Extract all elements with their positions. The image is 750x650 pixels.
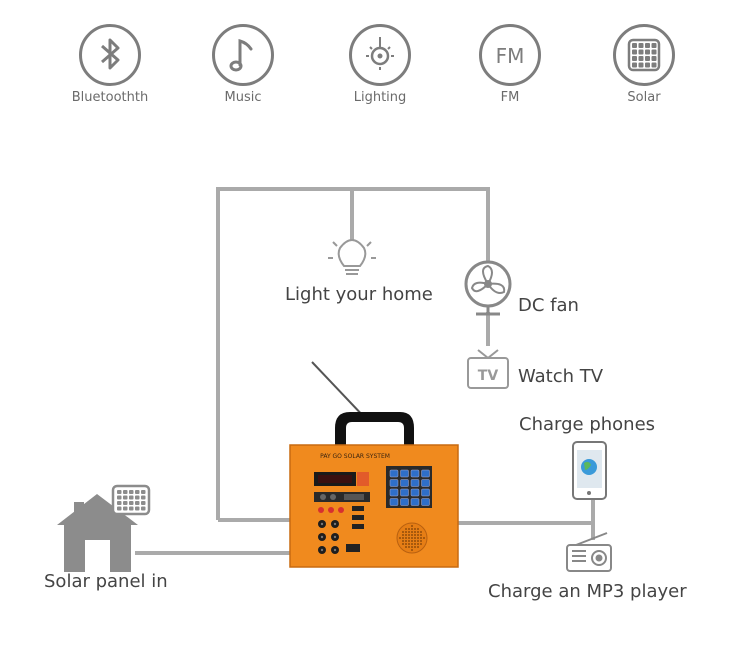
house-solar-panel-icon — [111, 484, 151, 516]
fm-icon-text: FM — [496, 44, 525, 68]
feature-lighting: Lighting — [320, 24, 440, 105]
lighting-icon — [349, 24, 411, 86]
device-brand-text: PAY GO SOLAR SYSTEM — [320, 453, 390, 460]
tv-icon-text: TV — [478, 368, 499, 384]
light-bulb-icon — [328, 238, 376, 275]
feature-fm: FM FM — [450, 24, 570, 105]
feature-music: Music — [183, 24, 303, 105]
solar-panel-icon — [613, 24, 675, 86]
solar-in-label: Solar panel in — [44, 571, 168, 592]
fan-label: DC fan — [518, 295, 579, 316]
feature-label: Bluetoothth — [71, 90, 149, 105]
tv-icon: TV — [467, 349, 509, 389]
antenna — [311, 361, 368, 421]
tv-label: Watch TV — [518, 366, 604, 387]
feature-solar: Solar — [584, 24, 704, 105]
solar-device: PAY GO SOLAR SYSTEM — [289, 444, 459, 568]
bluetooth-icon — [79, 24, 141, 86]
light-label: Light your home — [285, 284, 433, 305]
feature-label: Lighting — [353, 90, 407, 105]
radio-icon — [566, 532, 612, 572]
feature-label: Solar — [627, 90, 661, 105]
fan-icon — [464, 260, 512, 316]
carry-handle — [335, 412, 414, 446]
feature-label: FM — [500, 90, 520, 105]
feature-bluetooth: Bluetoothth — [50, 24, 170, 105]
mp3-label: Charge an MP3 player — [488, 581, 687, 602]
fm-icon: FM — [479, 24, 541, 86]
phones-label: Charge phones — [519, 414, 656, 435]
phone-icon — [572, 441, 607, 500]
music-note-icon — [212, 24, 274, 86]
feature-label: Music — [224, 90, 262, 105]
wiring — [135, 187, 595, 555]
